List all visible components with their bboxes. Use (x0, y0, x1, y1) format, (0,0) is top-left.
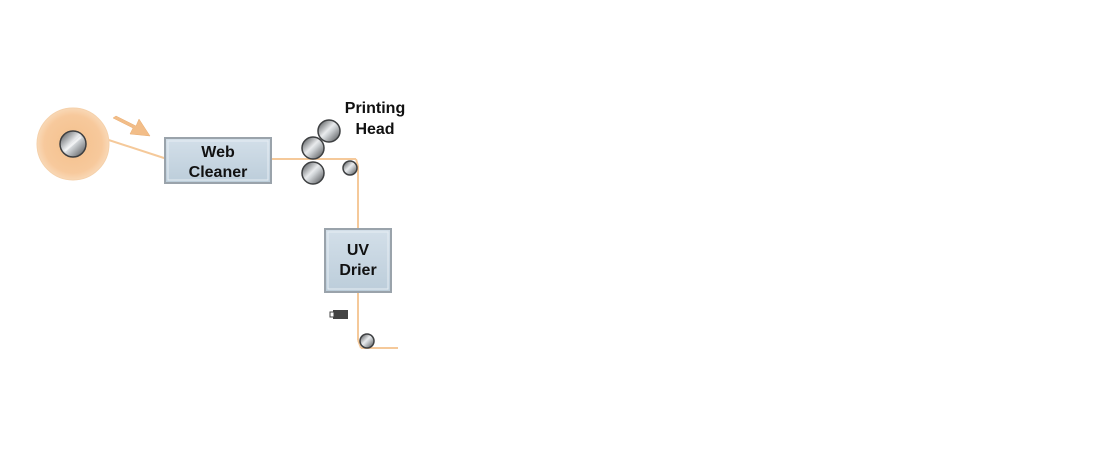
printing-head-label-line1: Printing (345, 100, 405, 117)
uv-drier-label-line1: UV (347, 242, 370, 259)
print-roller-icon (301, 161, 325, 185)
bottom-guide-roller-icon (359, 333, 375, 349)
uv-drier-label-line2: Drier (339, 262, 376, 279)
feed-direction-arrow-icon (112, 115, 151, 137)
printing-head-label-line2: Head (355, 121, 394, 138)
sensor-icon (329, 310, 348, 319)
uv-drier-box: UV Drier (324, 228, 392, 293)
web-cleaner-label-line2: Cleaner (189, 164, 248, 181)
web-cleaner-box: Web Cleaner (164, 137, 272, 184)
print-roller-icon (301, 136, 325, 160)
web-cleaner-label-line1: Web (201, 144, 235, 161)
guide-roller-icon (342, 160, 358, 176)
print-roller-icon (317, 119, 341, 143)
printing-head-rollers (301, 119, 341, 185)
roll-core-icon (64, 136, 82, 152)
supply-roll (36, 107, 110, 181)
